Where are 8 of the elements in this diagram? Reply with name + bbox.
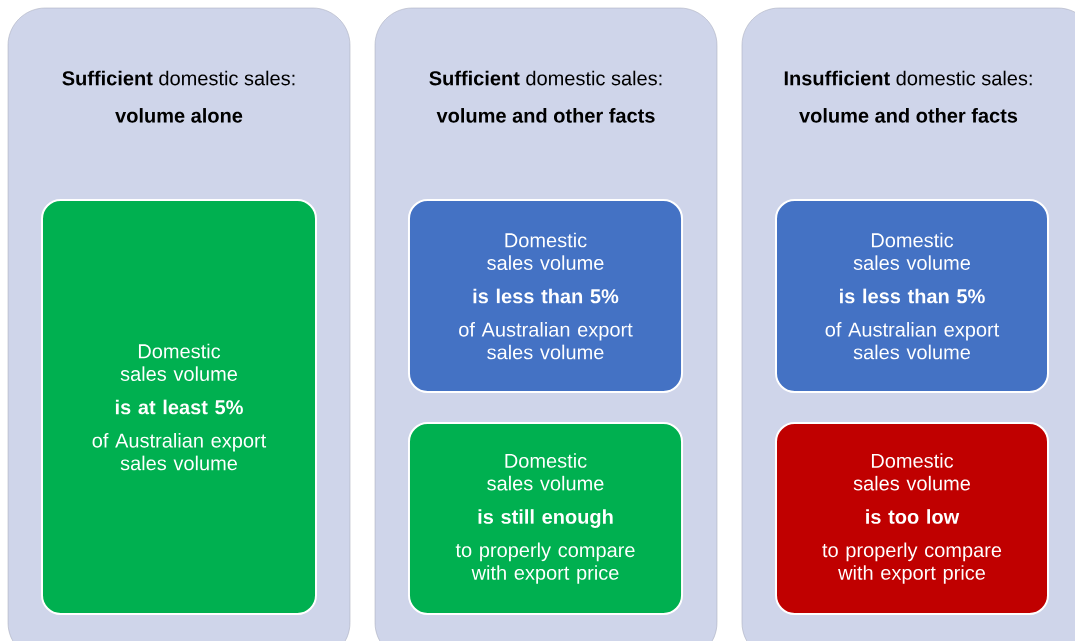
text-box: Domestic sales volume is less than 5% of Australian export sales volume: [407, 199, 684, 393]
panel-heading: Insufficient domestic sales: volume and other facts: [784, 70, 1032, 123]
text-box: Domestic sales volume is at least 5% of Australian export sales volume: [41, 199, 317, 615]
panel-heading: Sufficient domestic sales: volume and other facts: [429, 70, 662, 123]
text-box: Domestic sales volume is less than 5% of Australian export sales volume: [775, 199, 1049, 393]
text-box: Domestic sales volume is too low to properly compare with export price: [775, 422, 1049, 615]
text-box: Domestic sales volume is still enough to properly compare with export price: [407, 422, 684, 615]
panel-heading: Sufficient domestic sales: volume alone: [62, 70, 295, 123]
